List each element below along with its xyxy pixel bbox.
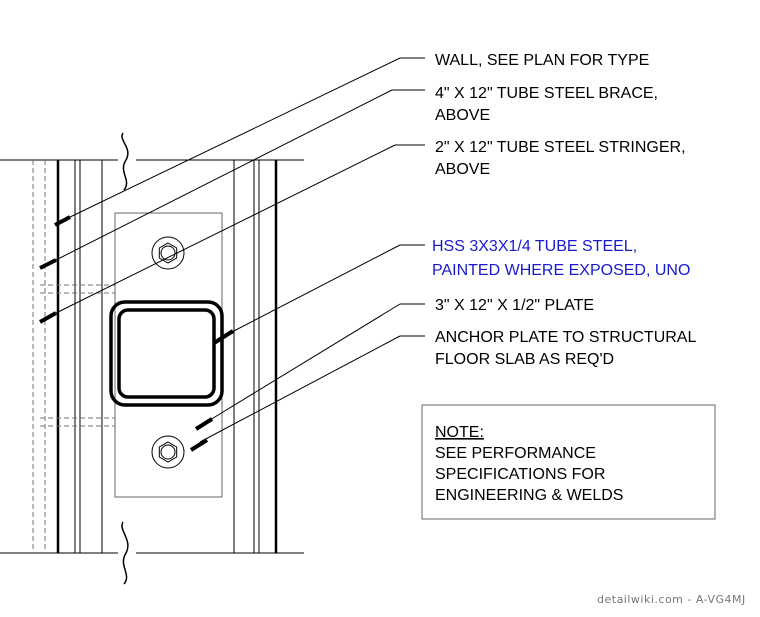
callout-anchor: ANCHOR PLATE TO STRUCTURAL (435, 329, 696, 346)
callout-anchor-line2: FLOOR SLAB AS REQ'D (435, 351, 614, 368)
callout-hss: HSS 3X3X1/4 TUBE STEEL, (432, 238, 637, 255)
leader-lines (39, 57, 425, 452)
callout-hss-line2: PAINTED WHERE EXPOSED, UNO (432, 262, 690, 279)
callout-brace-line2: ABOVE (435, 107, 490, 124)
callout-stringer: 2" X 12" TUBE STEEL STRINGER, (435, 139, 686, 156)
callout-plate: 3" X 12" X 1/2" PLATE (435, 297, 594, 314)
watermark: detailwiki.com - A-VG4MJ (597, 593, 746, 606)
anchor-bolt-top (151, 236, 185, 270)
bottom-break-symbol (121, 521, 129, 585)
callout-labels: WALL, SEE PLAN FOR TYPE 4" X 12" TUBE ST… (432, 52, 696, 368)
wall-section (0, 132, 304, 585)
note-line-3: ENGINEERING & WELDS (435, 487, 623, 504)
top-break-symbol (121, 132, 129, 191)
callout-wall: WALL, SEE PLAN FOR TYPE (435, 52, 649, 69)
note-line-2: SPECIFICATIONS FOR (435, 466, 605, 483)
anchor-bolt-bottom (151, 435, 185, 469)
callout-brace: 4" X 12" TUBE STEEL BRACE, (435, 85, 658, 102)
callout-stringer-line2: ABOVE (435, 161, 490, 178)
steel-plate (114, 212, 223, 498)
note-title: NOTE: (435, 424, 484, 441)
note-line-1: SEE PERFORMANCE (435, 445, 596, 462)
note-box: NOTE: SEE PERFORMANCE SPECIFICATIONS FOR… (421, 404, 716, 520)
hss-tube (109, 300, 224, 407)
